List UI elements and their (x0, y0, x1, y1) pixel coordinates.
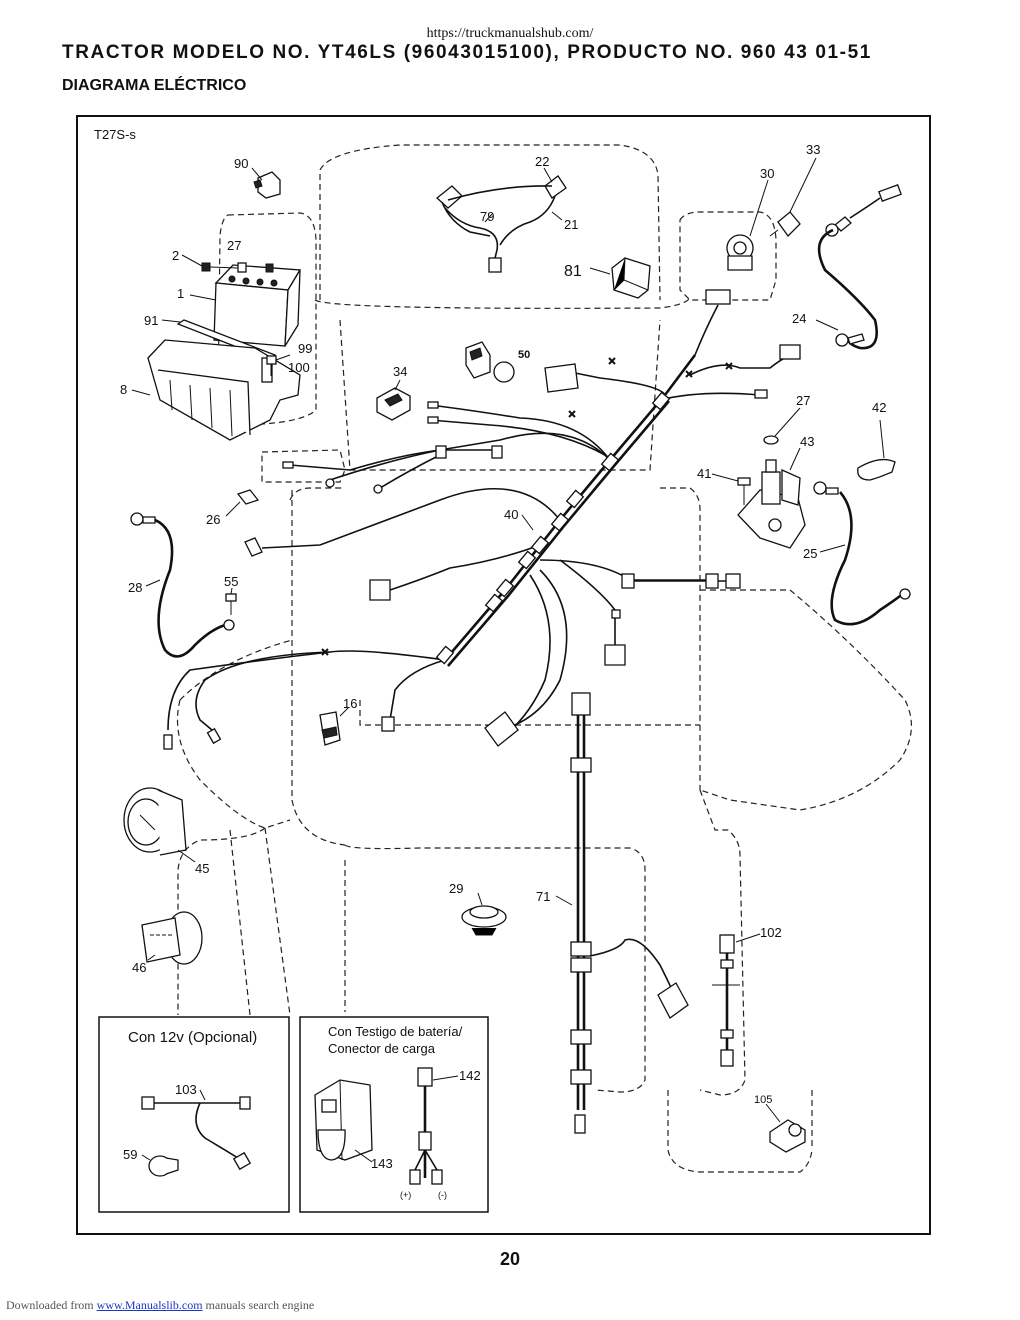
label-105: 105 (754, 1094, 772, 1106)
footer-prefix: Downloaded from (6, 1298, 97, 1312)
part-30-ignition-switch (726, 234, 754, 271)
part-42-boot (857, 458, 896, 481)
label-102: 102 (760, 925, 782, 940)
label-42: 42 (872, 400, 886, 415)
label-43: 43 (800, 434, 814, 449)
part-26-fuse (236, 489, 260, 505)
label-46: 46 (132, 960, 146, 975)
part-46-hour-meter (141, 911, 203, 965)
part-28-cable (130, 512, 235, 658)
part-90-connector (253, 171, 281, 199)
page-subtitle: DIAGRAMA ELÉCTRICO (62, 77, 247, 94)
part-24-cable (817, 184, 902, 350)
terminals-lower-left (163, 727, 222, 750)
footer: Downloaded from www.Manualslib.com manua… (6, 1298, 314, 1313)
box-12v-title: Con 12v (Opcional) (128, 1029, 257, 1046)
label-45: 45 (195, 861, 209, 876)
label-25: 25 (803, 546, 817, 561)
part-22-headlights (435, 175, 567, 273)
part-50-switch (465, 341, 515, 383)
part-33-key (769, 211, 801, 238)
label-59: 59 (123, 1147, 137, 1162)
harness-connectors-mid (369, 579, 626, 747)
diagram-code: T27S-s (94, 127, 136, 142)
label-99: 99 (298, 341, 312, 356)
box-battery-line2: Conector de carga (328, 1041, 436, 1056)
label-91: 91 (144, 313, 158, 328)
part-41-bolt (737, 477, 751, 505)
label-103: 103 (175, 1082, 197, 1097)
label-27a: 27 (227, 238, 241, 253)
label-142: 142 (459, 1068, 481, 1083)
label-26: 26 (206, 512, 220, 527)
part-16-connector (319, 711, 341, 746)
label-90: 90 (234, 156, 248, 171)
label-16: 16 (343, 696, 357, 711)
footer-link[interactable]: www.Manualslib.com (96, 1298, 203, 1312)
box-battery-indicator: Con Testigo de batería/ Conector de carg… (299, 1016, 489, 1213)
label-30: 30 (760, 166, 774, 181)
label-plus: (+) (400, 1190, 411, 1200)
part-45-gauge (123, 787, 187, 856)
label-81: 81 (564, 263, 582, 280)
label-29: 29 (449, 881, 463, 896)
label-22: 22 (535, 154, 549, 169)
label-40: 40 (504, 507, 518, 522)
box-battery-line1: Con Testigo de batería/ (328, 1024, 463, 1039)
page-number: 20 (499, 1249, 521, 1269)
tractor-outline (177, 144, 913, 1173)
harness-connector-left (244, 537, 263, 557)
label-34: 34 (393, 364, 407, 379)
label-100: 100 (288, 360, 310, 375)
part-29-plug (461, 905, 507, 936)
label-2: 2 (172, 248, 179, 263)
label-27b: 27 (796, 393, 810, 408)
box-12v-optional: Con 12v (Opcional) (98, 1016, 290, 1213)
part-71-harness (570, 692, 689, 1134)
label-28: 28 (128, 580, 142, 595)
label-8: 8 (120, 382, 127, 397)
diagram-frame (76, 115, 931, 1235)
part-27-washer (763, 435, 779, 445)
footer-suffix: manuals search engine (202, 1298, 315, 1312)
part-8-battery-tray (147, 339, 301, 441)
part-105-sensor (769, 1119, 806, 1153)
part-27-nut (265, 263, 274, 273)
part-34-switch (376, 387, 411, 421)
label-minus: (-) (438, 1190, 447, 1200)
label-50: 50 (518, 349, 530, 361)
label-1: 1 (177, 286, 184, 301)
label-21: 21 (564, 217, 578, 232)
source-url: https://truckmanualshub.com/ (426, 26, 594, 41)
part-55-bolt (225, 593, 237, 615)
part-102-connector (712, 934, 740, 1067)
splice-marks (321, 357, 733, 656)
part-25-cable (813, 481, 911, 626)
part-43-solenoid (737, 459, 806, 549)
terminals-34 (282, 401, 439, 494)
label-71: 71 (536, 889, 550, 904)
part-1-battery (213, 264, 302, 347)
harness-connectors-upper (544, 289, 801, 399)
page-title: TRACTOR MODELO NO. YT46LS (96043015100),… (62, 42, 872, 63)
label-24: 24 (792, 311, 806, 326)
label-33: 33 (806, 142, 820, 157)
label-79: 79 (480, 209, 494, 224)
leader-lines (131, 157, 885, 1163)
label-55: 55 (224, 574, 238, 589)
part-labels: T27S-s 90 27 2 1 91 99 100 8 22 79 21 81… (94, 127, 886, 1200)
label-143: 143 (371, 1156, 393, 1171)
part-81-relay (611, 257, 651, 299)
label-41: 41 (697, 466, 711, 481)
part-2-bolt (201, 262, 247, 273)
harness-sleeves (435, 391, 741, 665)
